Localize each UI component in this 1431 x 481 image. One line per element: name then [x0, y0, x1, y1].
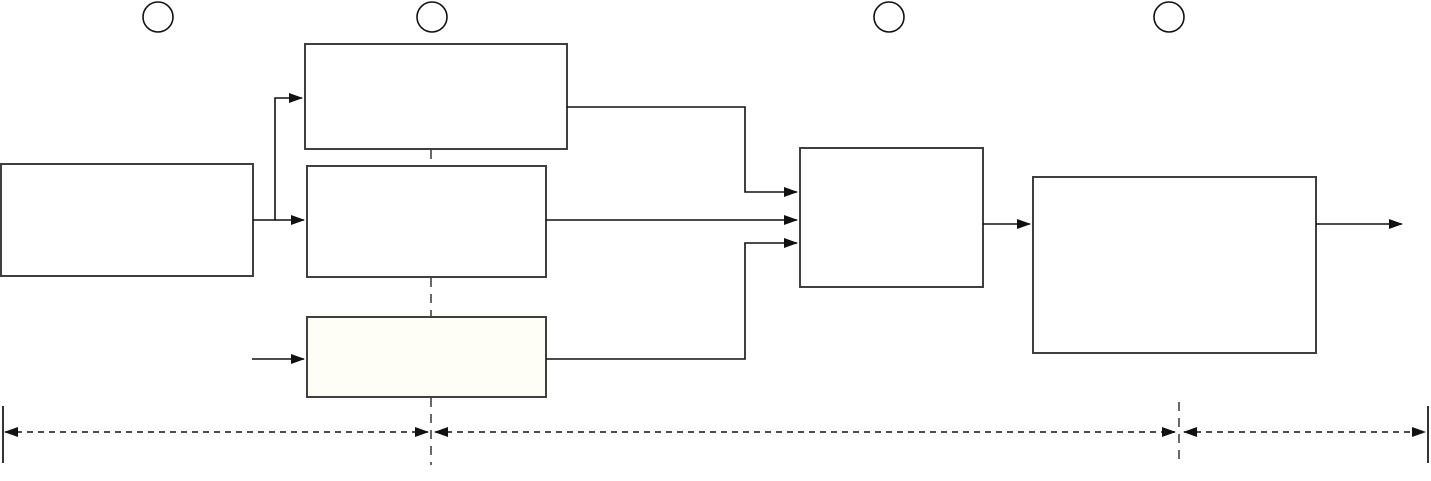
- stage-marker-1: [142, 1, 174, 33]
- connector-lower-middle-to-merge: [546, 238, 798, 360]
- block-upper-middle: [304, 43, 568, 150]
- stage-marker-4: [1153, 1, 1185, 33]
- connector-upper-middle-to-merge: [567, 106, 798, 197]
- stage-marker-3: [873, 1, 905, 33]
- stage-marker-2: [416, 1, 448, 33]
- block-lower-middle: [306, 316, 547, 398]
- block-output: [1032, 176, 1317, 354]
- block-merge: [799, 147, 984, 288]
- block-left-input: [0, 163, 254, 277]
- block-middle: [306, 165, 547, 278]
- connector-left-to-upper-middle: [253, 93, 303, 221]
